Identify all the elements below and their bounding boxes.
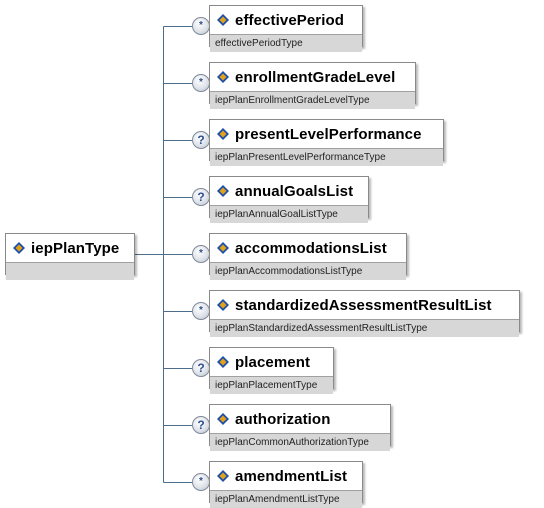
element-type: iepPlanAnnualGoalListType [210,205,368,223]
element-node-placement[interactable]: placement iepPlanPlacementType [209,347,334,394]
element-name: amendmentList [235,467,348,485]
element-icon [217,356,229,368]
element-node-annualGoalsList[interactable]: annualGoalsList iepPlanAnnualGoalListType [209,176,369,223]
element-icon [13,242,25,254]
element-icon [217,242,229,254]
element-node-authorization[interactable]: authorization iepPlanCommonAuthorizationT… [209,404,391,451]
element-name: authorization [235,410,331,428]
element-icon [217,470,229,482]
element-name: enrollmentGradeLevel [235,68,396,86]
asterisk-icon: * [192,17,210,35]
root-node-header: iepPlanType [6,234,134,262]
element-node-presentLevelPerformance[interactable]: presentLevelPerformance iepPlanPresentLev… [209,119,444,166]
element-node-header: presentLevelPerformance [210,120,443,148]
element-node-header: enrollmentGradeLevel [210,63,415,91]
element-name: effectivePeriod [235,11,345,29]
element-node-header: amendmentList [210,462,362,490]
asterisk-icon: * [192,302,210,320]
element-node-effectivePeriod[interactable]: effectivePeriod effectivePeriodType [209,5,363,52]
element-node-header: accommodationsList [210,234,406,262]
element-icon [217,14,229,26]
asterisk-icon: * [192,245,210,263]
element-node-header: effectivePeriod [210,6,362,34]
root-node-type [6,262,134,280]
question-mark-icon: ? [192,359,210,377]
element-icon [217,128,229,140]
element-name: placement [235,353,311,371]
element-type: iepPlanPresentLevelPerformanceType [210,148,443,166]
question-mark-icon: ? [192,188,210,206]
element-name: annualGoalsList [235,182,354,200]
element-icon [217,185,229,197]
element-type: iepPlanStandardizedAssessmentResultListT… [210,319,519,337]
root-node-name: iepPlanType [31,239,120,257]
asterisk-icon: * [192,473,210,491]
element-type: iepPlanPlacementType [210,376,333,394]
element-node-accommodationsList[interactable]: accommodationsList iepPlanAccommodationsL… [209,233,407,280]
element-type: iepPlanAmendmentListType [210,490,362,508]
element-node-header: authorization [210,405,390,433]
element-node-header: placement [210,348,333,376]
element-node-standardizedAssessmentResultList[interactable]: standardizedAssessmentResultList iepPlanS… [209,290,520,337]
element-type: iepPlanCommonAuthorizationType [210,433,390,451]
element-type: iepPlanEnrollmentGradeLevelType [210,91,415,109]
element-icon [217,71,229,83]
element-type: effectivePeriodType [210,34,362,52]
question-mark-icon: ? [192,131,210,149]
element-icon [217,299,229,311]
asterisk-icon: * [192,74,210,92]
element-icon [217,413,229,425]
element-node-enrollmentGradeLevel[interactable]: enrollmentGradeLevel iepPlanEnrollmentGra… [209,62,416,109]
root-node[interactable]: iepPlanType [5,233,135,280]
element-name: standardizedAssessmentResultList [235,296,492,314]
question-mark-icon: ? [192,416,210,434]
element-node-header: standardizedAssessmentResultList [210,291,519,319]
element-name: presentLevelPerformance [235,125,422,143]
element-name: accommodationsList [235,239,387,257]
element-node-amendmentList[interactable]: amendmentList iepPlanAmendmentListType [209,461,363,508]
element-node-header: annualGoalsList [210,177,368,205]
element-type: iepPlanAccommodationsListType [210,262,406,280]
